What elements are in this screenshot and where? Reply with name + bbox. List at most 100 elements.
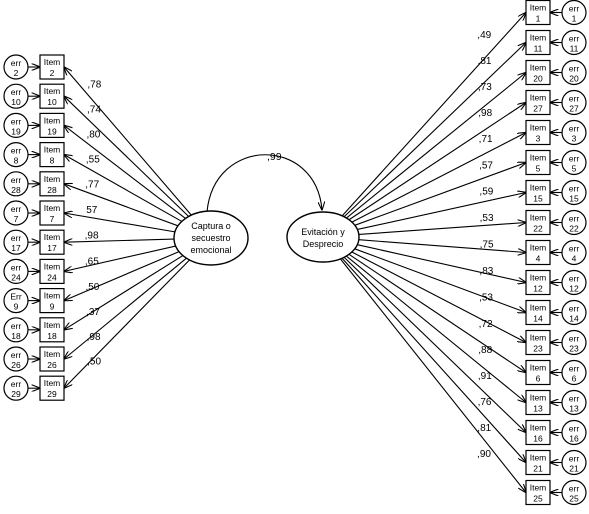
error-label: err — [11, 58, 22, 68]
loading-label: ,78 — [87, 80, 101, 91]
error-number: 3 — [572, 134, 577, 144]
loading-path — [351, 133, 526, 223]
labels-layer: ,78,74,80,55,7757,98,65,50,37,98,50,49,8… — [85, 30, 494, 460]
item-number: 1 — [536, 14, 541, 24]
loading-label: ,75 — [480, 240, 494, 251]
loading-path — [64, 96, 190, 217]
loading-path — [358, 223, 526, 235]
item-label: Item — [44, 349, 61, 359]
loading-path — [64, 184, 179, 227]
loading-path — [354, 248, 526, 313]
item-label: Item — [530, 3, 547, 13]
loading-label: ,59 — [479, 187, 493, 198]
item-label: Item — [44, 86, 61, 96]
loading-label: ,72 — [479, 319, 493, 330]
error-label: err — [11, 175, 22, 185]
error-label: err — [569, 244, 580, 254]
factor-captura-line1: Captura o — [191, 221, 231, 231]
item-number: 17 — [47, 243, 57, 253]
loading-path — [348, 103, 526, 221]
item-label: Item — [530, 123, 547, 133]
loading-label: ,71 — [479, 134, 493, 145]
item-number: 11 — [534, 44, 543, 54]
item-number: 19 — [47, 126, 57, 136]
error-label: err — [569, 124, 580, 134]
loading-path — [343, 43, 526, 218]
item-number: 24 — [47, 272, 57, 282]
item-number: 21 — [533, 464, 543, 474]
item-label: Item — [530, 423, 547, 433]
loading-path — [64, 155, 183, 222]
item-number: 26 — [47, 360, 57, 370]
loading-label: ,91 — [478, 371, 492, 382]
error-number: 16 — [569, 434, 579, 444]
error-number: 2 — [14, 68, 19, 78]
factor-evitacion-line1: Evitación y — [301, 227, 345, 237]
item-number: 18 — [47, 331, 57, 341]
factor-evitacion: Evitación y Desprecio — [286, 211, 360, 263]
error-label: err — [11, 116, 22, 126]
error-number: 11 — [570, 44, 579, 54]
error-number: 29 — [11, 389, 21, 399]
error-number: 5 — [572, 164, 577, 174]
loading-path — [343, 256, 526, 432]
loading-path — [64, 239, 175, 242]
item-number: 15 — [533, 194, 543, 204]
loading-path — [357, 244, 526, 283]
item-number: 10 — [47, 97, 57, 107]
item-number: 6 — [536, 374, 541, 384]
item-label: Item — [44, 291, 61, 301]
loading-label: ,83 — [479, 266, 493, 277]
error-label: err — [569, 64, 580, 74]
factor-captura: Captura o secuestro emocional — [173, 210, 249, 266]
error-number: 1 — [572, 14, 577, 24]
error-number: 25 — [569, 494, 579, 504]
error-label: err — [11, 321, 22, 331]
item-label: Item — [530, 213, 547, 223]
item-label: Item — [44, 203, 61, 213]
error-number: 6 — [572, 374, 577, 384]
loading-label: ,81 — [478, 56, 492, 67]
error-label: err — [569, 4, 580, 14]
loading-path — [351, 251, 526, 343]
error-number: 27 — [569, 104, 579, 114]
loading-label: ,98 — [478, 108, 492, 119]
item-label: Item — [44, 174, 61, 184]
item-label: Item — [530, 393, 547, 403]
item-number: 4 — [536, 254, 541, 264]
error-label: err — [569, 364, 580, 374]
loading-path — [357, 193, 526, 231]
error-number: 15 — [569, 194, 579, 204]
error-number: 9 — [14, 302, 19, 312]
item-number: 20 — [533, 74, 543, 84]
loading-path — [341, 13, 526, 217]
error-number: 4 — [572, 254, 577, 264]
error-label: err — [569, 454, 580, 464]
error-label: err — [569, 274, 580, 284]
loading-path — [341, 257, 526, 462]
loading-label: ,53 — [479, 293, 493, 304]
